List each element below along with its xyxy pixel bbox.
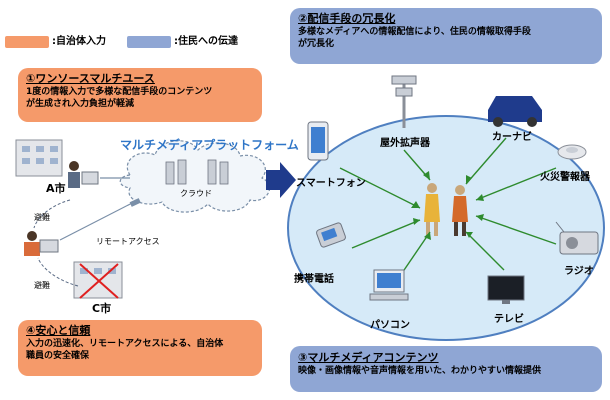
mobile-phone-icon <box>316 222 346 248</box>
arrow-pc <box>399 231 431 277</box>
legend-label-residents: :住民への伝達 <box>174 36 238 47</box>
label-pc: パソコン <box>370 320 410 331</box>
loudspeaker-icon <box>391 75 417 128</box>
distribution-ellipse <box>287 115 605 341</box>
box-multimedia-contents: ③マルチメディアコンテンツ 映像・画像情報や音声情報を用いた、わかりやすい情報提… <box>290 346 602 392</box>
box4-title: ④安心と信頼 <box>26 324 91 337</box>
pc-icon <box>369 269 409 301</box>
car-icon <box>488 96 542 127</box>
box1-title: ①ワンソースマルチユース <box>26 72 155 85</box>
city-a-label: A市 <box>46 182 66 195</box>
fire-alarm-icon <box>557 144 587 160</box>
server-icon-1 <box>165 161 175 185</box>
label-firealarm: 火災警報器 <box>540 172 590 183</box>
evacuation-arrow-bottom <box>37 257 79 287</box>
box4-body-line2: 職員の安全確保 <box>26 351 90 361</box>
label-radio: ラジオ <box>564 266 594 277</box>
tv-icon <box>487 275 525 304</box>
arrow-radio <box>475 215 557 245</box>
box4-body-line1: 入力の迅速化、リモートアクセスによる、自治体 <box>26 339 224 349</box>
box-safety-trust: ④安心と信頼 入力の迅速化、リモートアクセスによる、自治体 職員の安全確保 <box>18 320 262 376</box>
server-icon-2 <box>177 159 187 185</box>
remote-access-line <box>59 199 139 241</box>
smartphone-icon <box>307 121 329 161</box>
box3-title: ③マルチメディアコンテンツ <box>298 351 439 364</box>
arrow-carnavi <box>465 137 507 185</box>
server-icon-3 <box>207 159 217 185</box>
operator-person-icon <box>68 161 99 188</box>
box2-body-line2: が冗長化 <box>298 39 335 49</box>
box2-body-line1: 多様なメディアへの情報配信により、住民の情報取得手段 <box>298 27 531 37</box>
evacuation-arrow-top <box>33 199 71 229</box>
delivery-arrows <box>339 137 557 277</box>
cloud-shape <box>119 140 271 213</box>
box-redundancy: ②配信手段の冗長化 多様なメディアへの情報配信により、住民の情報取得手段 が冗長… <box>290 8 602 64</box>
label-carnavi: カーナビ <box>492 132 532 143</box>
arrow-firealarm <box>475 167 557 201</box>
legend-label-municipal: :自治体入力 <box>52 36 106 47</box>
box2-title: ②配信手段の冗長化 <box>298 12 396 25</box>
radio-icon <box>555 221 599 255</box>
city-c-building-icon <box>73 261 123 299</box>
server-icon-4 <box>219 161 229 185</box>
label-smartphone: スマートフォン <box>296 178 366 189</box>
remote-access-label: リモートアクセス <box>96 237 160 246</box>
evacuate-label-bottom: 避難 <box>34 281 50 290</box>
arrow-tv <box>465 231 505 271</box>
label-tv: テレビ <box>494 314 524 325</box>
residents-icon <box>424 183 468 236</box>
box3-body-line1: 映像・画像情報や音声情報を用いた、わかりやすい情報提供 <box>298 366 542 376</box>
cloud-label: クラウド <box>180 189 212 198</box>
label-mobile: 携帯電話 <box>294 274 334 285</box>
city-c-label: C市 <box>92 302 112 315</box>
transfer-arrow <box>266 162 296 198</box>
arrow-smartphone <box>339 167 421 209</box>
evacuate-label-top: 避難 <box>34 213 50 222</box>
arrow-mobile <box>351 219 421 249</box>
legend-swatch-residents <box>127 36 171 48</box>
remote-worker-icon <box>24 231 59 256</box>
legend-swatch-municipal <box>5 36 49 48</box>
platform-label: マルチメディアプラットフォーム <box>120 138 299 152</box>
satellite-icon <box>129 198 141 207</box>
label-loudspeaker: 屋外拡声器 <box>380 138 430 149</box>
box-one-source-multi-use: ①ワンソースマルチユース 1度の情報入力で多様な配信手段のコンテンツ が生成され… <box>18 68 262 122</box>
box1-body-line1: 1度の情報入力で多様な配信手段のコンテンツ <box>26 87 213 97</box>
box1-body-line2: が生成され入力負担が軽減 <box>26 99 135 109</box>
city-a-building-icon <box>15 139 63 177</box>
